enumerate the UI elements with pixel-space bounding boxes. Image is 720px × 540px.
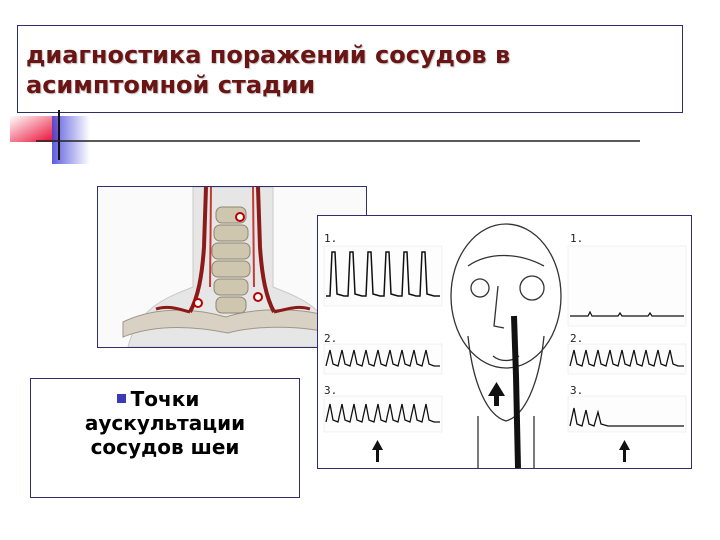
left-label-3: 3. [324,384,337,397]
waveform-left-1 [326,251,440,297]
doppler-figure: 1. 2. 3. 1. 2. 3. [317,215,692,469]
waveform-right-2 [569,349,684,367]
caption-text: Точки аускультации сосудов шеи [31,387,299,459]
square-bullet-icon [117,394,126,403]
waveform-left-3 [325,403,440,423]
carotid-artery-drawing [511,315,521,468]
circle-marker-icon [193,212,263,308]
right-label-3: 3. [570,384,583,397]
up-arrow-icon [619,440,630,462]
decorative-crosshair [10,110,640,164]
caption-line-3: сосудов шеи [90,435,240,459]
left-label-1: 1. [324,232,337,245]
waveform-left-2 [325,349,440,367]
slide-title: диагностика поражений сосудов в асимптом… [26,41,511,99]
waveform-right-3 [569,407,684,427]
right-label-2: 2. [570,332,583,345]
caption-box: Точки аускультации сосудов шеи [30,378,300,498]
caption-line-1: Точки [130,387,200,411]
caption-line-2: аускультации [84,411,246,435]
waveform-right-1 [570,310,684,317]
title-box: диагностика поражений сосудов в асимптом… [17,25,683,113]
right-label-1: 1. [570,232,583,245]
left-label-2: 2. [324,332,337,345]
up-arrow-icon [488,382,505,406]
up-arrow-icon [372,440,383,462]
